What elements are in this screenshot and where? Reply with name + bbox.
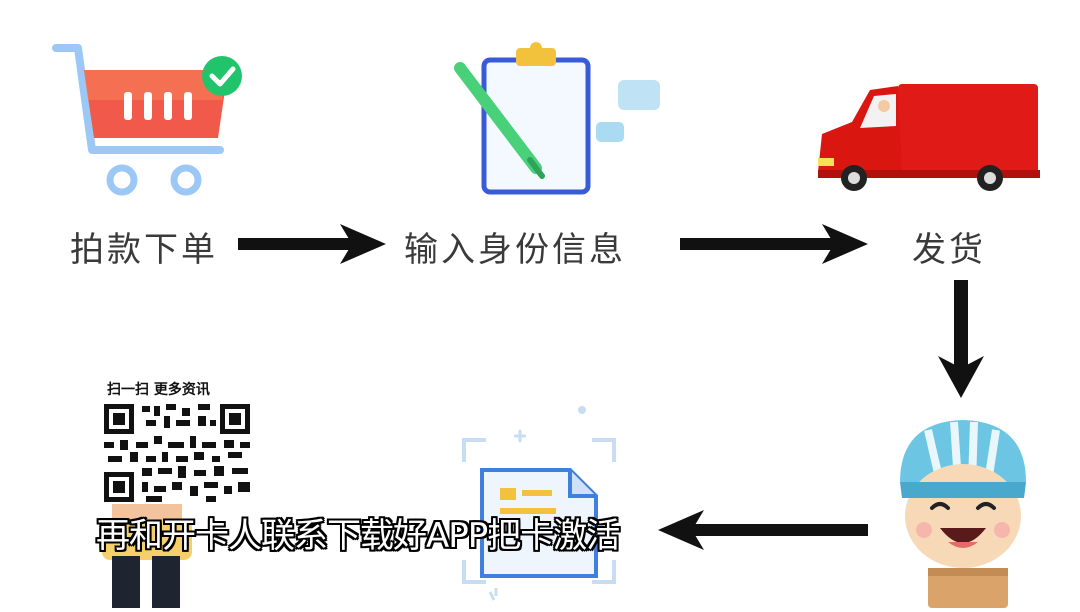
delivery-truck-icon — [812, 76, 1042, 196]
qr-code-icon[interactable] — [102, 402, 254, 504]
card-document-icon — [460, 400, 620, 608]
courier-icon — [888, 412, 1038, 608]
qr-caption: 扫一扫 更多资讯 — [107, 382, 210, 398]
step-ship-label: 发货 — [912, 230, 986, 270]
step-order-label: 拍款下单 — [70, 230, 218, 270]
arrow-right-icon — [238, 222, 388, 266]
arrow-left-icon — [656, 508, 868, 552]
subtitle-caption: 再和开卡人联系下载好APP把卡激活 — [96, 516, 620, 556]
clipboard-pen-icon — [450, 40, 670, 200]
step-info-label: 输入身份信息 — [404, 230, 626, 270]
arrow-right-icon — [680, 222, 870, 266]
shopping-cart-icon — [50, 40, 250, 200]
arrow-down-icon — [936, 280, 986, 400]
